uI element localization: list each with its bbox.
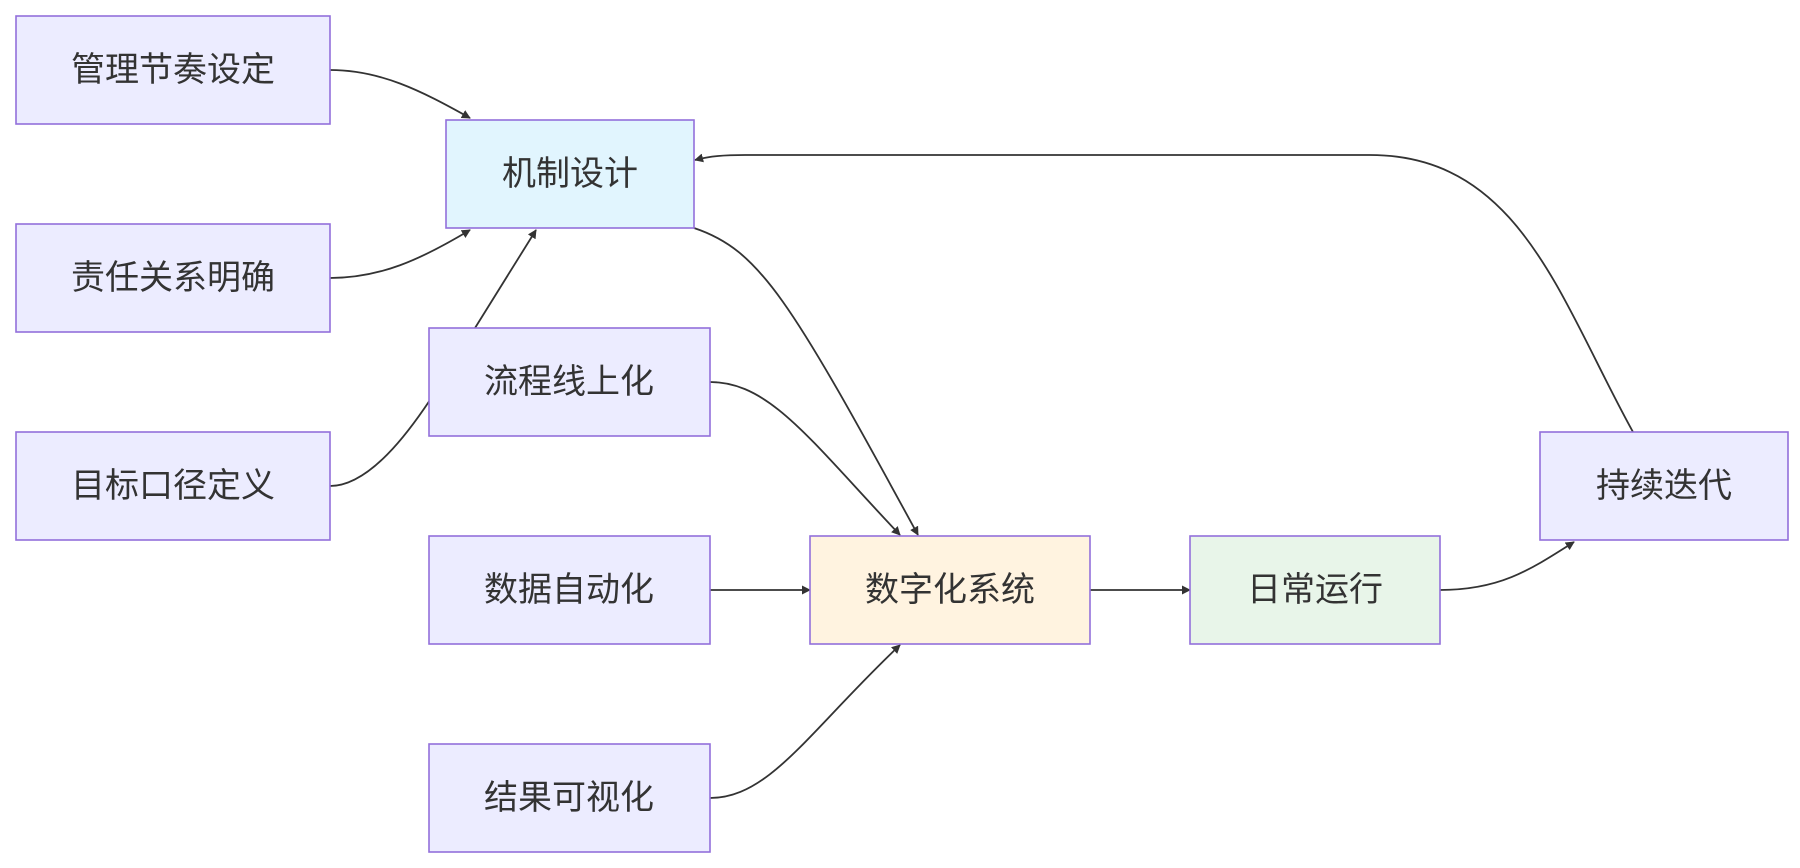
node-responsibility[interactable]: 责任关系明确 bbox=[15, 223, 331, 333]
node-process-label: 流程线上化 bbox=[484, 362, 654, 402]
node-system-label: 数字化系统 bbox=[865, 570, 1035, 610]
nodes-layer: 管理节奏设定 责任关系明确 目标口径定义 机制设计 流程线上化 数据自动化 结果… bbox=[15, 15, 1789, 853]
node-operation[interactable]: 日常运行 bbox=[1189, 535, 1441, 645]
node-system[interactable]: 数字化系统 bbox=[809, 535, 1091, 645]
edge-mechanism-to-system bbox=[693, 227, 919, 536]
node-rhythm-label: 管理节奏设定 bbox=[71, 50, 275, 90]
node-process[interactable]: 流程线上化 bbox=[428, 327, 711, 437]
node-iteration-label: 持续迭代 bbox=[1596, 466, 1732, 506]
edges-layer bbox=[329, 69, 1634, 799]
node-iteration[interactable]: 持续迭代 bbox=[1539, 431, 1789, 541]
edge-responsibility-to-mechanism bbox=[329, 229, 471, 279]
node-visual[interactable]: 结果可视化 bbox=[428, 743, 711, 853]
node-mechanism[interactable]: 机制设计 bbox=[445, 119, 695, 229]
edge-rhythm-to-mechanism bbox=[329, 69, 471, 119]
edge-operation-to-iteration bbox=[1439, 541, 1575, 591]
node-visual-label: 结果可视化 bbox=[484, 778, 654, 818]
node-mechanism-label: 机制设计 bbox=[502, 154, 638, 194]
node-data-auto-label: 数据自动化 bbox=[484, 570, 654, 610]
node-operation-label: 日常运行 bbox=[1247, 570, 1383, 610]
node-target-label: 目标口径定义 bbox=[71, 466, 275, 506]
node-data-auto[interactable]: 数据自动化 bbox=[428, 535, 711, 645]
node-target[interactable]: 目标口径定义 bbox=[15, 431, 331, 541]
node-responsibility-label: 责任关系明确 bbox=[71, 258, 275, 298]
edge-visual-to-system bbox=[709, 644, 901, 799]
edge-iteration-to-mechanism bbox=[694, 153, 1634, 433]
edge-process-to-system bbox=[709, 381, 901, 536]
node-rhythm[interactable]: 管理节奏设定 bbox=[15, 15, 331, 125]
